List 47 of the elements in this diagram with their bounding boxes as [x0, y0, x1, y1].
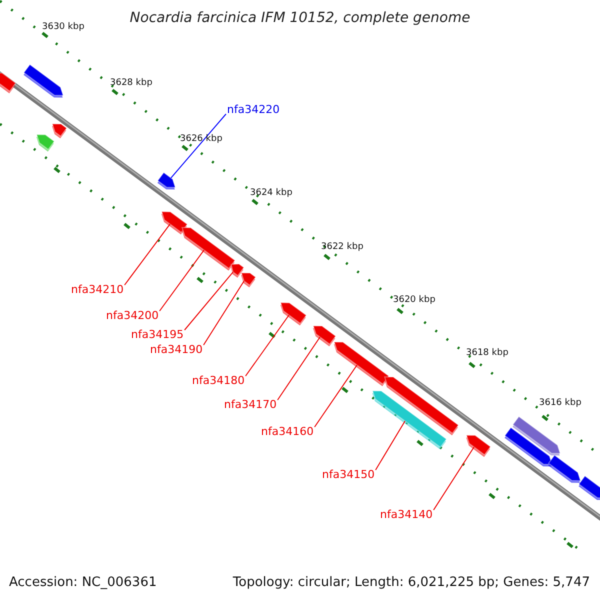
accession-text: Accession: NC_006361	[9, 576, 157, 588]
gene-feature	[0, 72, 16, 94]
gene-label: nfa34140	[380, 509, 433, 520]
leader-line	[203, 280, 245, 346]
gene-feature	[578, 475, 600, 500]
gene-feature	[181, 227, 236, 271]
scale-label: 3622 kbp	[321, 242, 364, 252]
gene-label: nfa34195	[131, 329, 184, 340]
leader-line	[314, 364, 358, 428]
gene-label: nfa34200	[106, 310, 159, 321]
gene-feature	[548, 454, 582, 483]
leader-line	[245, 314, 290, 376]
scale-label: 3616 kbp	[539, 398, 582, 408]
scale-label: 3620 kbp	[393, 296, 436, 304]
genome-stats-text: Topology: circular; Length: 6,021,225 bp; Genes: 5,747	[232, 576, 590, 588]
gene-feature	[466, 434, 492, 457]
gene-feature	[36, 134, 55, 152]
gene-feature	[157, 172, 176, 190]
scale-label: 3630 kbp	[42, 22, 84, 32]
gene-label: nfa34160	[261, 426, 314, 437]
gene-feature	[280, 302, 307, 326]
scale-label: 3626 kbp	[180, 134, 222, 144]
scale-label: 3618 kbp	[466, 348, 508, 358]
leader-line	[184, 272, 234, 330]
scale-label: 3628 kbp	[110, 78, 152, 88]
gene-label: nfa34150	[322, 469, 375, 480]
gene-feature	[312, 325, 336, 346]
gene-label: nfa34220	[227, 104, 280, 115]
gene-label: nfa34180	[192, 375, 245, 386]
gene-label: nfa34210	[71, 284, 124, 295]
gene-feature	[23, 64, 64, 98]
leader-line	[170, 114, 226, 178]
gene-label: nfa34170	[224, 399, 277, 410]
leader-line	[124, 224, 171, 286]
title: Nocardia farcinica IFM 10152, complete genome	[128, 11, 472, 25]
leader-line	[375, 420, 406, 470]
leader-line	[433, 446, 475, 510]
gene-feature	[52, 123, 68, 138]
gene-label: nfa34190	[150, 344, 203, 355]
gene-feature	[334, 341, 390, 386]
scale-label: 3624 kbp	[250, 188, 292, 198]
leader-line	[277, 336, 321, 400]
gene-feature	[230, 263, 244, 278]
gene-feature	[372, 390, 448, 450]
gene-feature	[240, 272, 256, 288]
leader-line	[159, 250, 205, 312]
gene-feature	[504, 426, 553, 467]
